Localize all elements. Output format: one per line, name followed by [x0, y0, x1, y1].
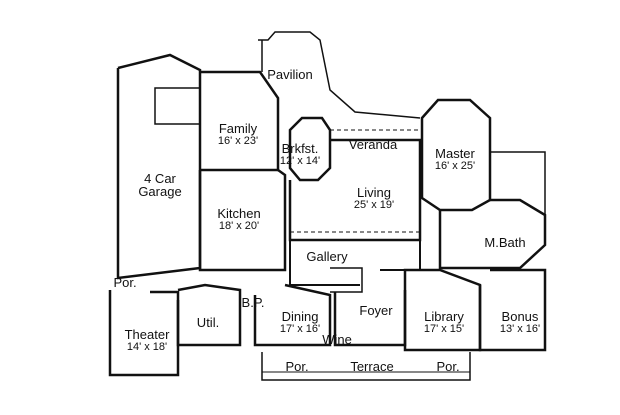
brkfst-walls: [288, 116, 332, 182]
car-outline: [154, 87, 201, 125]
label-theater: Theater 14' x 18': [124, 327, 170, 353]
label-porch-left: Por.: [113, 275, 137, 290]
kitchen-walls: [198, 168, 287, 272]
label-gallery: Gallery: [306, 249, 348, 264]
label-veranda: Veranda: [348, 137, 398, 152]
util-walls: [176, 283, 242, 347]
label-terrace: Terrace: [350, 359, 394, 374]
pavilion-walls: [258, 31, 421, 119]
bonus-walls: [478, 268, 547, 352]
mbath-walls: [438, 198, 547, 270]
label-wine: Wine: [322, 332, 352, 347]
porch-terrace: [261, 352, 471, 381]
label-mbath: M.Bath: [484, 235, 526, 250]
label-family: Family 16' x 23': [217, 121, 259, 147]
staircase: [330, 267, 363, 293]
label-foyer: Foyer: [359, 303, 393, 318]
label-kitchen: Kitchen 18' x 20': [217, 206, 261, 232]
label-pavilion: Pavilion: [267, 67, 313, 82]
label-library: Library 17' x 15': [423, 309, 465, 335]
dining-walls: [253, 283, 332, 347]
theater-walls: [108, 290, 180, 377]
label-bonus: Bonus 13' x 16': [499, 309, 541, 335]
room-name: 4 Car Garage: [138, 171, 182, 199]
label-garage: 4 Car Garage: [138, 172, 181, 198]
label-master: Master 16' x 25': [434, 146, 476, 172]
label-porch-bottom-left: Por.: [285, 359, 309, 374]
label-util: Util.: [196, 315, 220, 330]
label-living: Living 25' x 19': [353, 185, 395, 211]
family-walls: [200, 70, 280, 172]
label-bp: B.P.: [241, 295, 265, 310]
label-brkfst: Brkfst. 12' x 14': [279, 141, 321, 167]
label-porch-bottom-right: Por.: [436, 359, 460, 374]
label-dining: Dining 17' x 16': [279, 309, 321, 335]
